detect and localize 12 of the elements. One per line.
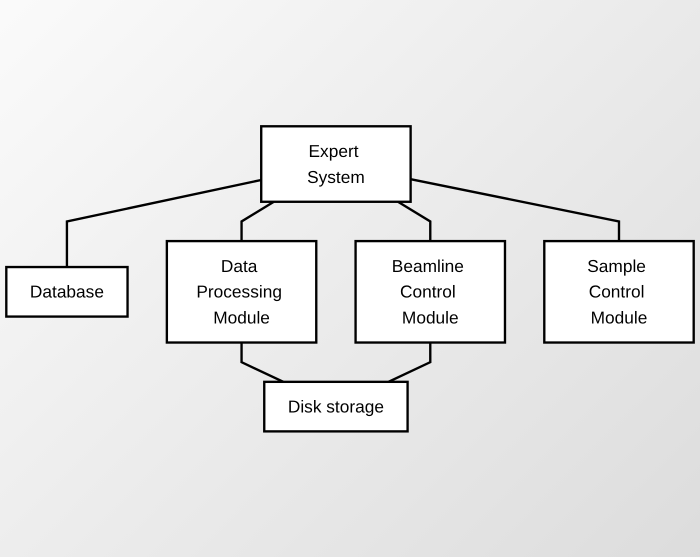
connector bbox=[240, 342, 284, 383]
node-box: Disk storage bbox=[263, 380, 409, 432]
node-box: Sample Control Module bbox=[543, 240, 695, 344]
connector bbox=[240, 200, 274, 241]
connector bbox=[66, 178, 262, 267]
connector bbox=[388, 342, 432, 383]
connector bbox=[410, 178, 620, 241]
node-box: Database bbox=[5, 266, 129, 318]
connector bbox=[397, 200, 432, 241]
node-box: Expert System bbox=[260, 124, 412, 203]
node-box: Beamline Control Module bbox=[354, 240, 506, 344]
node-box: Data Processing Module bbox=[166, 240, 318, 344]
